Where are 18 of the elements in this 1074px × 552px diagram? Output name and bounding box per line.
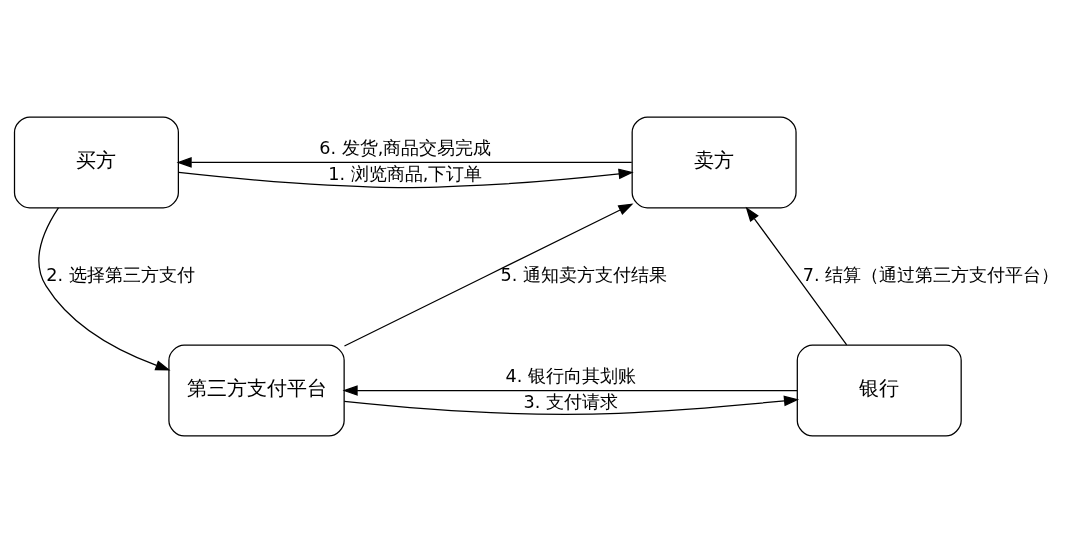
edge-label: 7. 结算（通过第三方支付平台） [802,264,1060,285]
arrow [38,206,171,370]
edge-label: 3. 支付请求 [523,391,618,412]
node-box: 第三方支付平台 [168,344,345,437]
arrow [178,168,634,188]
edge-label: 6. 发货,商品交易完成 [319,137,492,158]
edge-label: 4. 银行向其划账 [505,365,636,386]
arrow [176,156,633,168]
arrow [745,206,848,345]
node-box: 卖方 [631,115,797,208]
arrow [343,395,800,415]
arrow [343,202,634,347]
node-box: 银行 [796,344,962,437]
node-box: 买方 [13,115,179,208]
edge-label: 2. 选择第三方支付 [46,264,195,285]
arrow [342,384,798,396]
edge-label: 1. 浏览商品,下订单 [328,163,483,184]
edge-label: 5. 通知卖方支付结果 [500,264,667,285]
